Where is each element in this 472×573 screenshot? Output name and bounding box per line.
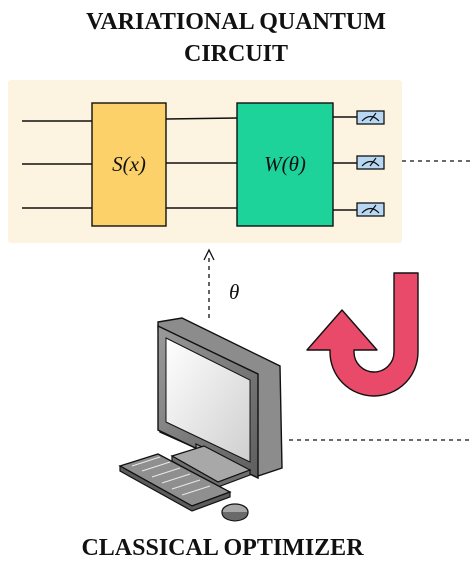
qubit-wires: [22, 116, 357, 211]
quantum-circuit: S(x) W(θ): [8, 80, 402, 243]
parameter-update-arrow: [203, 248, 215, 318]
feedback-loop-arrow-icon: [306, 272, 419, 397]
title-line-2: CIRCUIT: [183, 41, 288, 67]
optimizer-title: CLASSICAL OPTIMIZER: [81, 535, 364, 561]
circuit-background: [8, 80, 402, 243]
measurement-meter-icon: [356, 202, 385, 217]
title-line-1: VARIATIONAL QUANTUM: [86, 9, 386, 35]
diagram-title: VARIATIONAL QUANTUM CIRCUIT: [0, 6, 472, 70]
measurement-meter-icon: [356, 110, 385, 125]
desktop-computer-icon: [118, 317, 283, 522]
measurement-meter-icon: [356, 155, 385, 170]
encoding-gate: [91, 102, 167, 227]
parameter-label: θ: [229, 280, 239, 304]
encoding-gate-label: S(x): [112, 152, 146, 176]
variational-gate-label: W(θ): [264, 152, 306, 176]
qubit-wire-1-mid: [165, 117, 238, 120]
variational-gate: [236, 102, 334, 227]
